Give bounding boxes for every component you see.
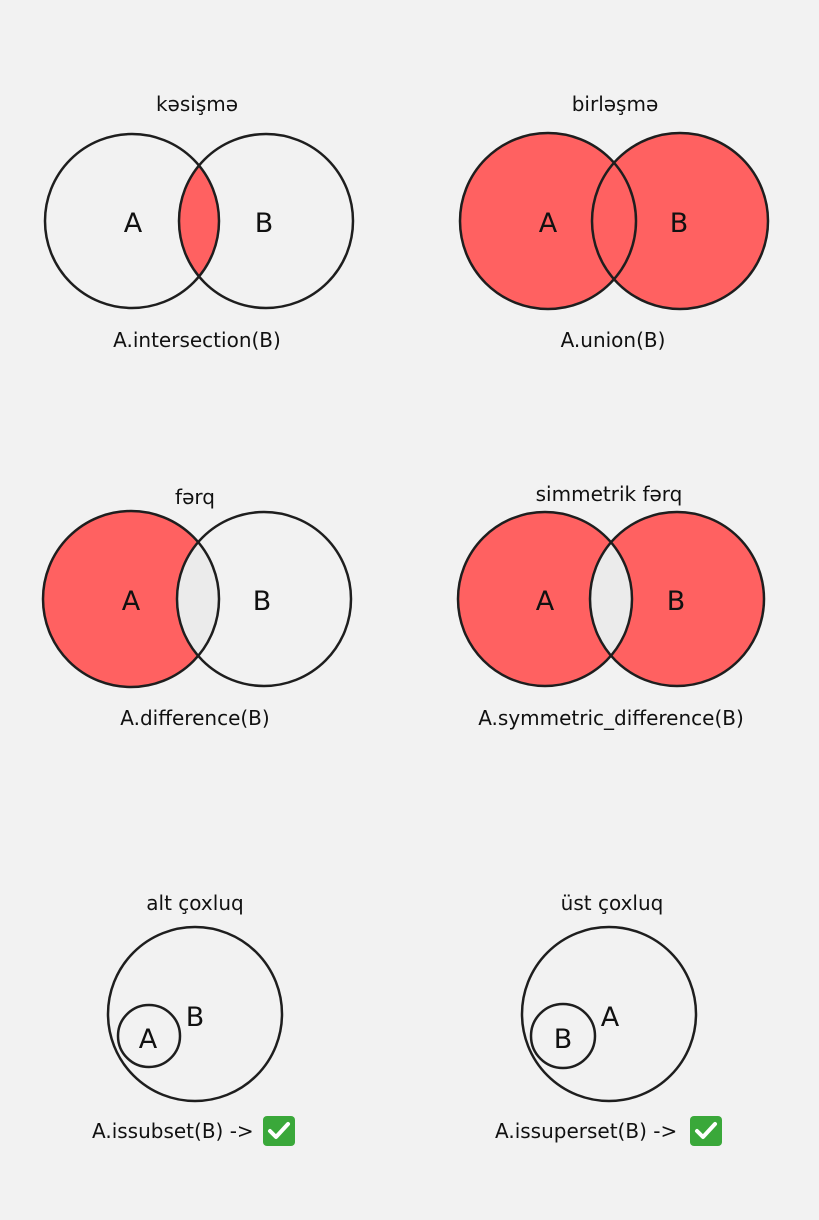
check-mark-icon [690,1116,722,1146]
set-b-circle [177,512,351,686]
inner-set-label: B [554,1024,573,1055]
union-title: birləşmə [572,92,659,116]
difference-title: fərq [175,485,215,509]
set-a-circle [43,511,219,687]
set-a-circle [458,512,632,686]
set-a-label: A [539,208,558,239]
set-a-outline [43,132,221,310]
set-a-outline [456,510,634,688]
set-b-outline [177,132,355,310]
difference-panel: fərq A B A.difference(B) [41,485,353,730]
outer-set-label: B [186,1002,205,1033]
intersection-title: kəsişmə [156,92,238,116]
outer-set-circle [520,925,698,1103]
set-b-circle [179,134,353,308]
intersection-panel: kəsişmə A B A.intersection(B) [43,92,355,352]
outer-set-label: A [601,1002,620,1033]
set-b-label: B [253,586,272,617]
subset-caption: A.issubset(B) -> [92,1119,254,1143]
subset-title: alt çoxluq [146,891,243,915]
inner-set-circle [116,1003,182,1069]
set-a-label: A [536,586,555,617]
symmetric-difference-caption: A.symmetric_difference(B) [478,706,744,730]
difference-caption: A.difference(B) [120,706,269,730]
set-a-circle [460,133,636,309]
set-b-label: B [255,208,274,239]
inner-set-circle [529,1002,597,1070]
set-b-label: B [667,586,686,617]
set-a-outline [458,131,638,311]
set-a-label: A [122,586,141,617]
subset-panel: alt çoxluq A B A.issubset(B) -> [92,891,295,1146]
set-a-outline [41,509,221,689]
set-b-outline [175,510,353,688]
union-panel: birləşmə A B A.union(B) [458,92,770,352]
set-b-outline [590,131,770,311]
set-a-circle [45,134,219,308]
set-b-circle [592,133,768,309]
outer-set-circle [106,925,284,1103]
superset-title: üst çoxluq [561,891,664,915]
set-a-label: A [124,208,143,239]
inner-set-label: A [139,1024,158,1055]
superset-panel: üst çoxluq B A A.issuperset(B) -> [495,891,722,1146]
symmetric-difference-panel: simmetrik fərq A B A.symmetric_differenc… [456,482,766,730]
set-b-label: B [670,208,689,239]
check-mark-icon [263,1116,295,1146]
superset-caption: A.issuperset(B) -> [495,1119,677,1143]
symmetric-difference-title: simmetrik fərq [536,482,683,506]
set-b-outline [588,510,766,688]
intersection-caption: A.intersection(B) [113,328,281,352]
set-b-circle [590,512,764,686]
union-caption: A.union(B) [561,328,666,352]
